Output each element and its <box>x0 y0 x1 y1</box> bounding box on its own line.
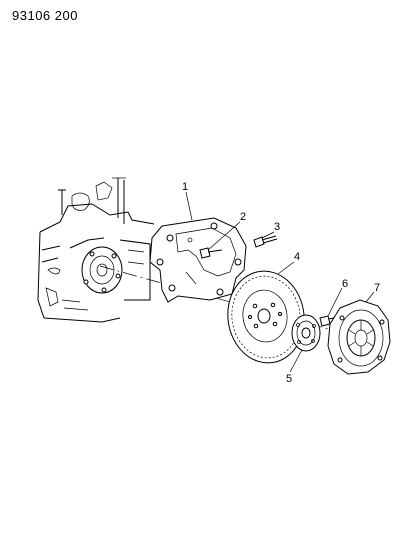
callout-1: 1 <box>182 181 188 193</box>
callout-leaders <box>185 191 375 373</box>
part-1-adapter-plate <box>149 217 247 303</box>
part-5-clutch-disc <box>291 314 321 352</box>
part-3-bolt <box>253 235 278 248</box>
callout-4: 4 <box>294 251 300 263</box>
engine-block <box>37 177 155 323</box>
callout-3: 3 <box>274 221 280 233</box>
figure-code: 93106 200 <box>12 8 78 23</box>
part-4-flywheel <box>227 270 305 364</box>
callout-2: 2 <box>240 211 246 223</box>
callout-6: 6 <box>342 278 348 290</box>
callout-7: 7 <box>374 282 380 294</box>
part-2-bolt <box>199 247 223 259</box>
callout-5: 5 <box>286 373 292 385</box>
part-7-pressure-plate <box>327 299 391 375</box>
